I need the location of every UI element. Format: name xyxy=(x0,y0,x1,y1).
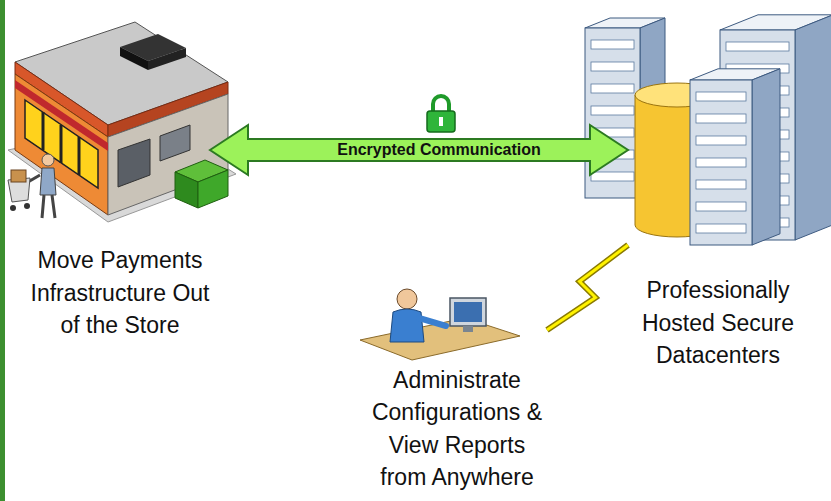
lock-icon xyxy=(427,96,455,132)
datacenter-node: Professionally Hosted Secure Datacenters xyxy=(628,10,808,375)
edge-label: Encrypted Communication xyxy=(333,141,545,159)
datacenter-illustration xyxy=(585,15,831,245)
bolt-outline xyxy=(547,245,628,330)
node-label: Move Payments Infrastructure Out of the … xyxy=(30,244,210,341)
admin-node: Administrate Configurations & View Repor… xyxy=(367,290,547,497)
encrypted-link-arrow xyxy=(210,125,628,175)
bolt-core xyxy=(547,245,628,330)
node-label: Professionally Hosted Secure Datacenters xyxy=(628,274,808,371)
admin-illustration xyxy=(360,289,520,360)
server-rack xyxy=(690,69,780,245)
store-illustration xyxy=(8,22,236,222)
remote-access-bolt xyxy=(547,245,628,330)
node-label: Administrate Configurations & View Repor… xyxy=(367,364,547,493)
store-node: Move Payments Infrastructure Out of the … xyxy=(30,15,210,345)
edge-strip xyxy=(0,0,5,501)
